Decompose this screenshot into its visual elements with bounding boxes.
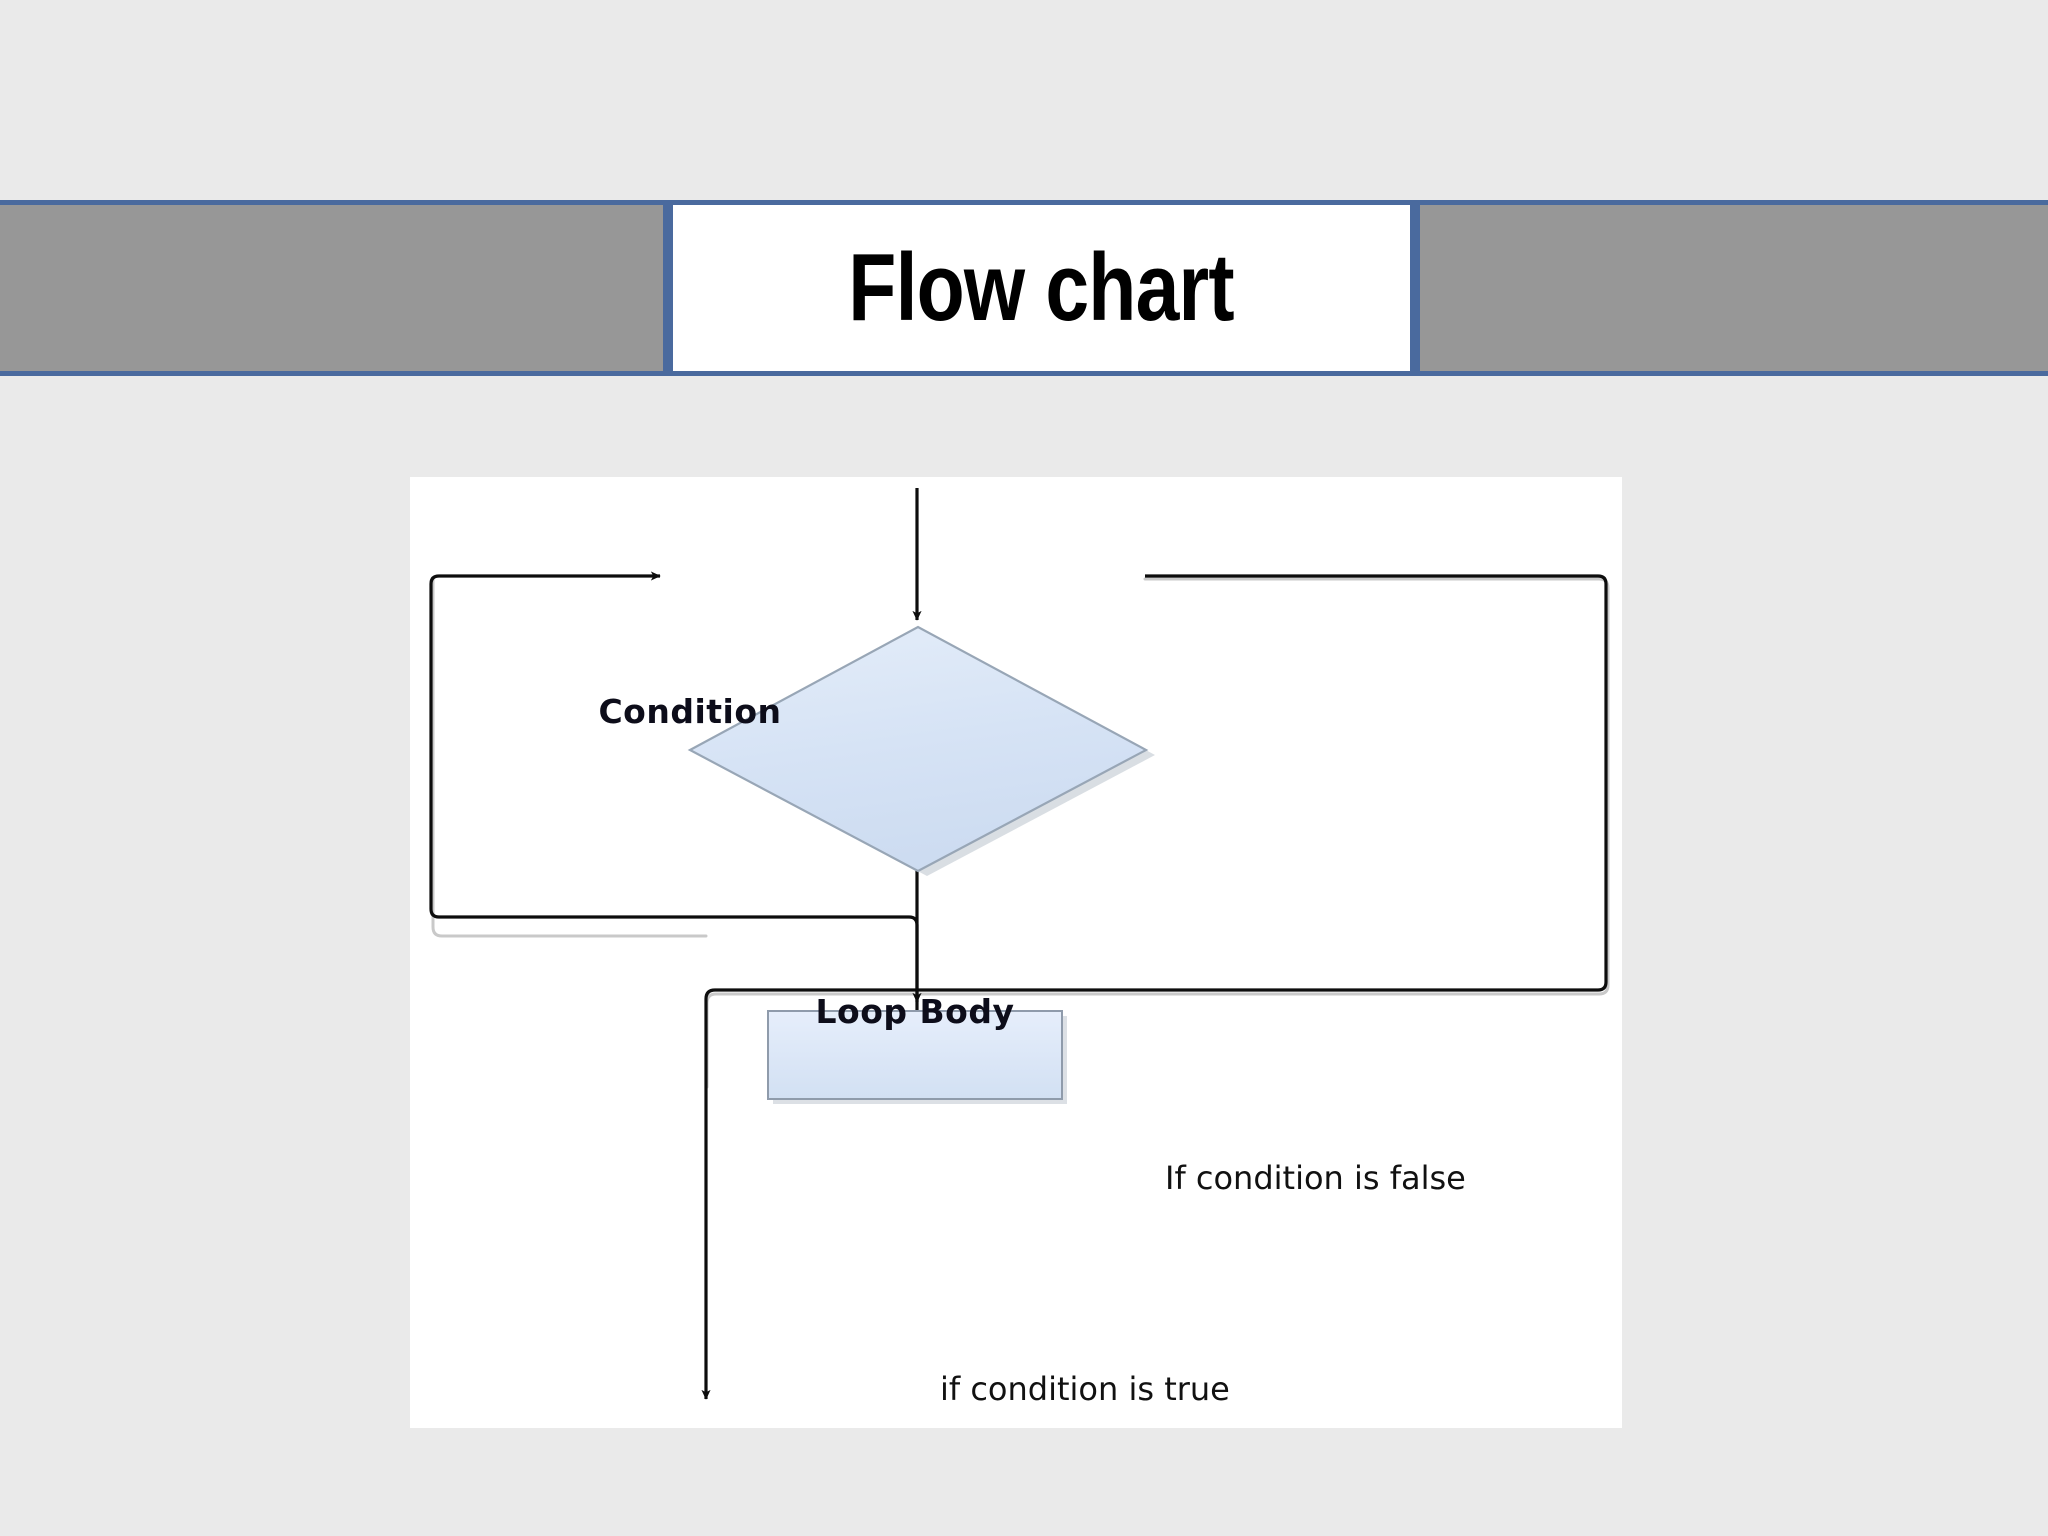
edge-false-branch	[701, 574, 1608, 1400]
title-box: Flow chart	[668, 200, 1415, 376]
flowchart-graphic	[429, 488, 1610, 1400]
edge-loop-back	[429, 571, 919, 1099]
node-condition[interactable]	[687, 625, 1155, 876]
slide-title-band: Flow chart	[0, 200, 2048, 376]
title-band-left-panel	[0, 200, 668, 376]
node-loop-body[interactable]	[767, 1010, 1067, 1104]
edge-label-false: If condition is false	[1165, 1159, 1466, 1197]
page-title: Flow chart	[848, 234, 1235, 341]
title-band-right-panel	[1415, 200, 2048, 376]
flowchart-canvas: Condition Loop Body If condition is fals…	[410, 477, 1622, 1428]
edge-label-true: if condition is true	[940, 1370, 1230, 1408]
